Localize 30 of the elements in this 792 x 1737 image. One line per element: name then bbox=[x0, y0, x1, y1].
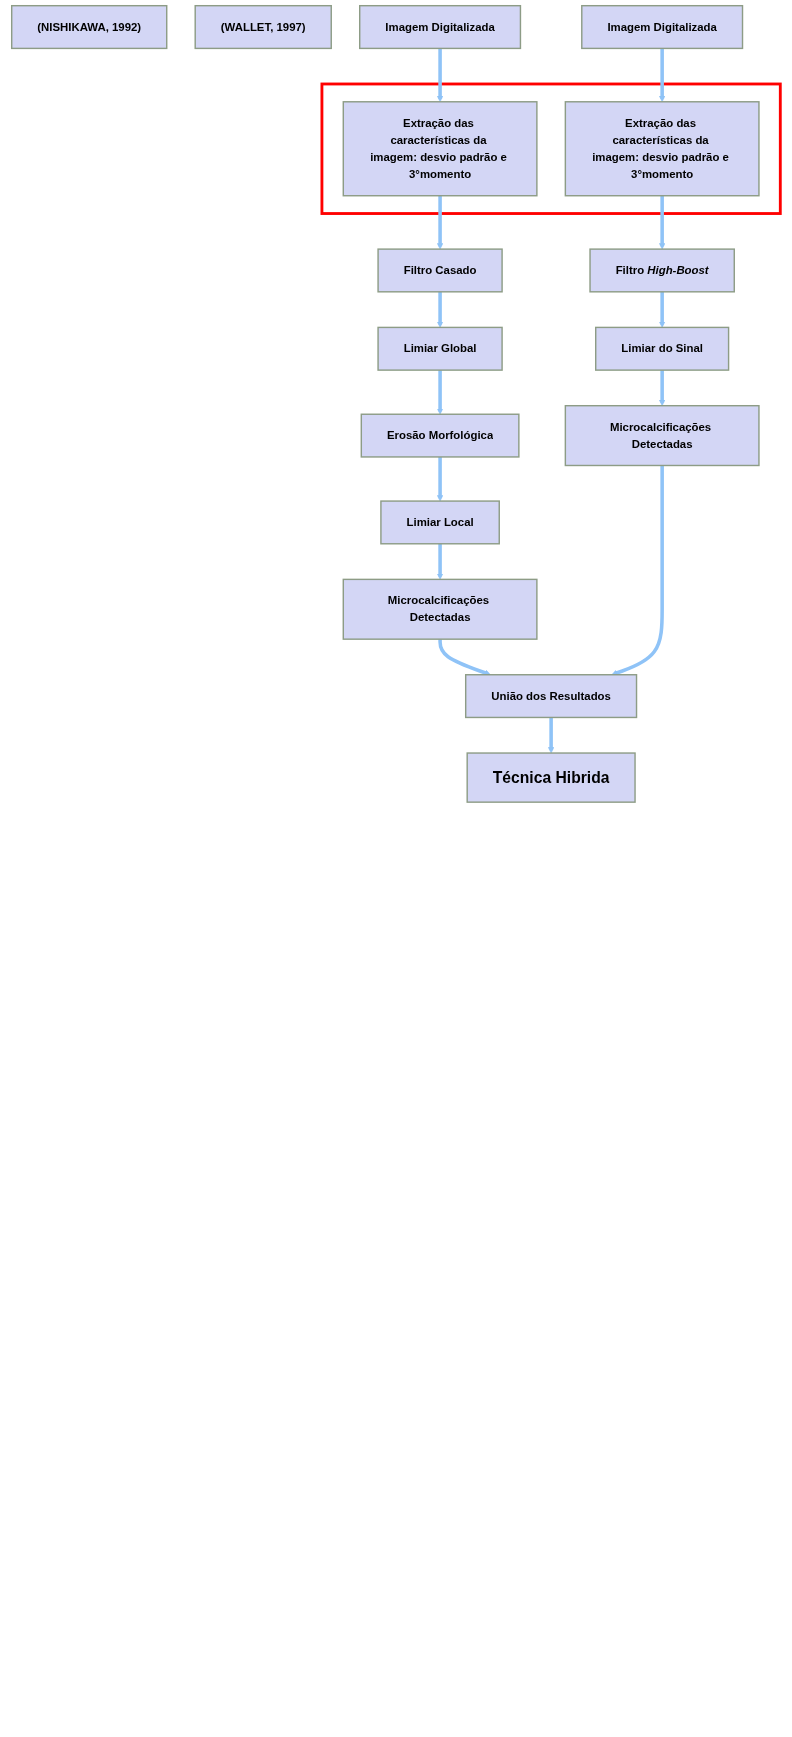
arrow bbox=[436, 195, 444, 250]
arrow bbox=[659, 291, 666, 328]
node-box: Imagem Digitalizada bbox=[581, 5, 744, 50]
arrow bbox=[659, 195, 666, 250]
node-box: (NISHIKAWA, 1992) bbox=[11, 5, 168, 50]
node-box: (WALLET, 1997) bbox=[194, 5, 332, 50]
arrow bbox=[438, 639, 491, 676]
cluster bbox=[320, 82, 782, 215]
node-box: Limiar Global bbox=[377, 326, 503, 371]
arrow bbox=[659, 48, 666, 103]
node-box: Imagem Digitalizada bbox=[359, 5, 522, 50]
arrow bbox=[548, 717, 555, 754]
node-box: Microcalcificações Detectadas bbox=[342, 578, 538, 640]
node-box: Filtro High-Boost bbox=[589, 248, 735, 293]
arrow bbox=[436, 48, 444, 103]
node-box: Microcalcificações Detectadas bbox=[564, 405, 760, 467]
arrow bbox=[436, 370, 444, 415]
node-box: Extração das características da imagem: desvio padrão e 3°momento bbox=[342, 101, 538, 197]
arrow bbox=[436, 456, 444, 502]
node-box: Erosão Morfológica bbox=[360, 413, 520, 458]
node-box: Limiar Local bbox=[380, 500, 500, 545]
arrow bbox=[436, 543, 444, 580]
arrow bbox=[611, 465, 664, 676]
node-box: Limiar do Sinal bbox=[595, 326, 730, 371]
node-box: Extração das características da imagem: desvio padrão e 3°momento bbox=[564, 101, 760, 197]
node-box: União dos Resultados bbox=[465, 674, 638, 719]
arrow bbox=[659, 370, 666, 406]
node-box: Filtro Casado bbox=[377, 248, 503, 293]
arrow bbox=[436, 291, 444, 328]
node-box: Técnica Hibrida bbox=[466, 752, 636, 803]
